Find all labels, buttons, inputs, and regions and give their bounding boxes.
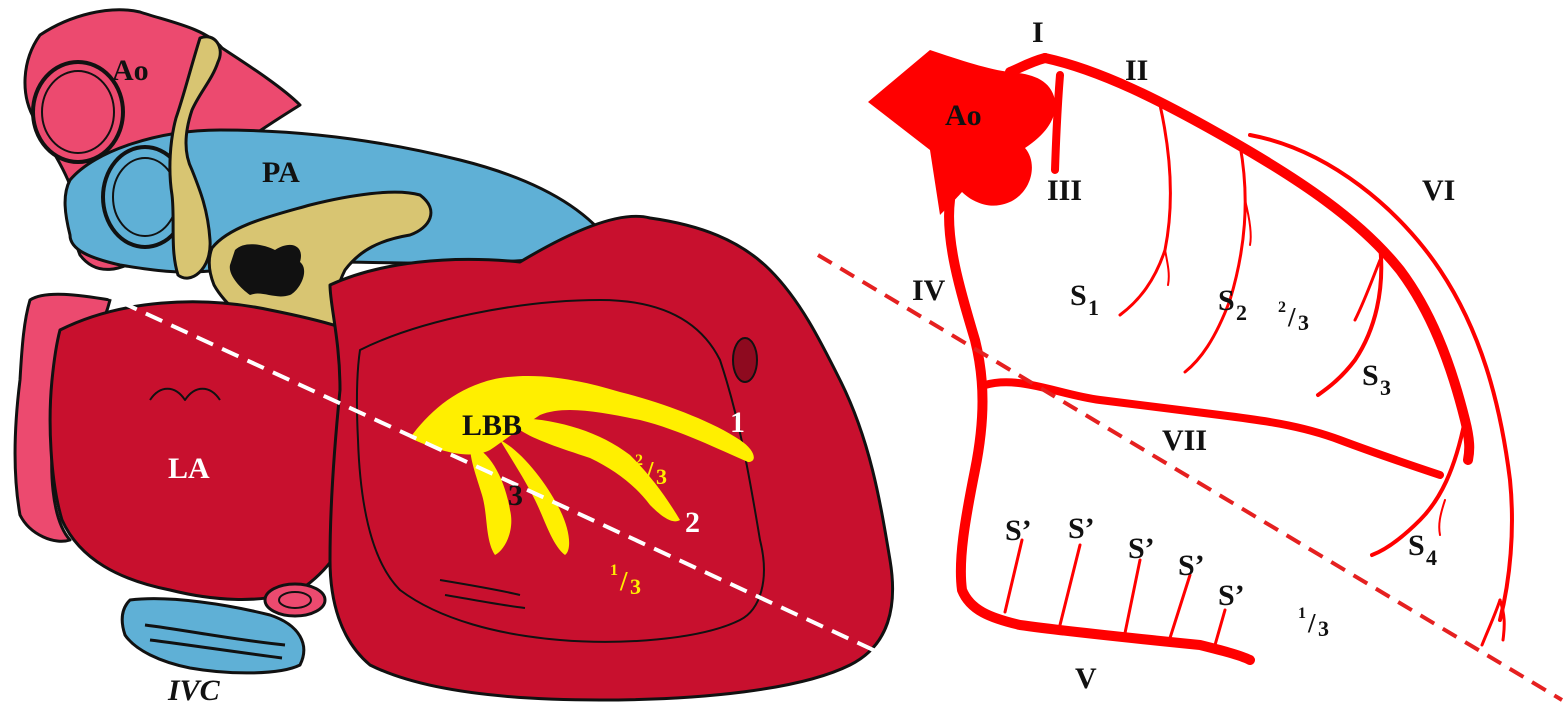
svg-text:/: / bbox=[619, 566, 628, 596]
label-ii: II bbox=[1125, 54, 1148, 87]
svg-text:3: 3 bbox=[630, 574, 641, 599]
svg-text:4: 4 bbox=[1426, 545, 1437, 570]
label-s3: S 3 bbox=[1362, 359, 1391, 400]
svg-text:3: 3 bbox=[1380, 375, 1391, 400]
label-s-prime-4: S’ bbox=[1178, 549, 1205, 582]
svg-text:1: 1 bbox=[610, 562, 618, 579]
fraction-two-thirds-right: 2 / 3 bbox=[1278, 299, 1309, 335]
svg-text:2: 2 bbox=[1236, 300, 1247, 325]
svg-text:S: S bbox=[1218, 284, 1235, 317]
svg-text:/: / bbox=[645, 456, 654, 486]
label-ivc: IVC bbox=[167, 674, 221, 707]
label-lbb: LBB bbox=[462, 409, 522, 442]
label-s-prime-1: S’ bbox=[1005, 514, 1032, 547]
svg-text:1: 1 bbox=[1088, 295, 1099, 320]
fraction-one-third-right: 1 / 3 bbox=[1298, 605, 1329, 641]
dashed-line-red bbox=[818, 255, 1562, 700]
label-ao-right: Ao bbox=[945, 99, 982, 132]
svg-text:1: 1 bbox=[1298, 605, 1306, 622]
svg-text:/: / bbox=[1287, 302, 1296, 332]
svg-text:3: 3 bbox=[1318, 616, 1329, 641]
label-s-prime-2: S’ bbox=[1068, 512, 1095, 545]
label-s-prime-3: S’ bbox=[1128, 532, 1155, 565]
label-branch-2: 2 bbox=[685, 506, 700, 539]
svg-text:S: S bbox=[1070, 279, 1087, 312]
svg-text:2: 2 bbox=[635, 452, 643, 469]
aortic-root-shape bbox=[868, 50, 1055, 215]
svg-text:S: S bbox=[1408, 529, 1425, 562]
label-s1: S 1 bbox=[1070, 279, 1099, 320]
label-pa: PA bbox=[262, 156, 300, 189]
label-vii: VII bbox=[1162, 424, 1207, 457]
label-branch-3: 3 bbox=[508, 479, 523, 512]
label-vi: VI bbox=[1422, 174, 1455, 207]
svg-text:/: / bbox=[1307, 608, 1316, 638]
label-la: LA bbox=[168, 452, 210, 485]
svg-text:3: 3 bbox=[656, 464, 667, 489]
svg-text:S: S bbox=[1362, 359, 1379, 392]
svg-text:3: 3 bbox=[1298, 310, 1309, 335]
label-s4: S 4 bbox=[1408, 529, 1437, 570]
branch-iii bbox=[1055, 75, 1060, 170]
label-i: I bbox=[1032, 16, 1044, 49]
aortic-lumen bbox=[33, 62, 123, 162]
label-ao: Ao bbox=[112, 54, 149, 87]
label-iv: IV bbox=[912, 274, 946, 307]
label-branch-1: 1 bbox=[730, 406, 745, 439]
label-iii: III bbox=[1047, 174, 1082, 207]
label-v: V bbox=[1075, 662, 1097, 695]
label-s-prime-5: S’ bbox=[1218, 579, 1245, 612]
svg-text:2: 2 bbox=[1278, 299, 1286, 316]
